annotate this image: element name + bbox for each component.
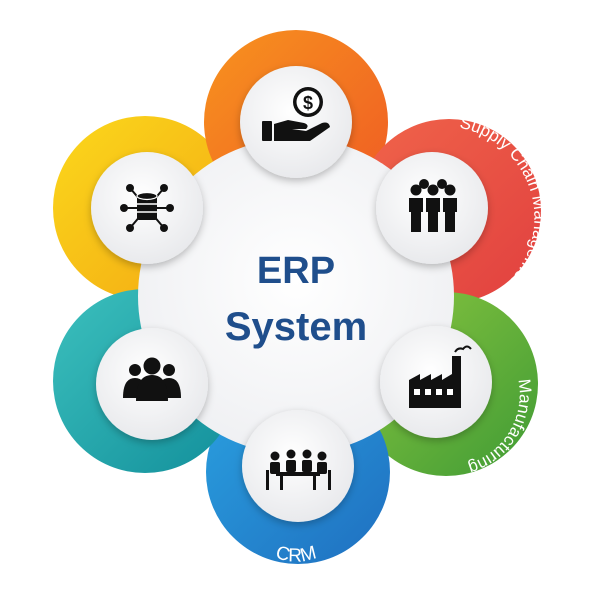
center-title-line2: System — [225, 305, 367, 349]
network-database-icon — [120, 184, 174, 232]
meeting-table-icon — [266, 449, 331, 490]
node-crm — [242, 410, 354, 522]
module-label-crm: CRM — [273, 542, 318, 566]
module-label-financial: Financial — [254, 0, 343, 27]
node-supply-chain — [376, 152, 488, 264]
center-title-line1: ERP — [257, 250, 335, 292]
factory-icon — [409, 345, 472, 408]
node-financial: $ — [240, 66, 352, 178]
people-group-icon — [123, 357, 181, 401]
node-human-resource — [96, 328, 208, 440]
team-group-icon — [409, 179, 457, 232]
node-data-warehouse — [91, 152, 203, 264]
node-circle-crm — [242, 410, 354, 522]
svg-text:$: $ — [303, 93, 313, 113]
money-hand-icon: $ — [262, 87, 330, 141]
center-disc — [138, 138, 454, 454]
node-manufacturing — [380, 326, 492, 438]
